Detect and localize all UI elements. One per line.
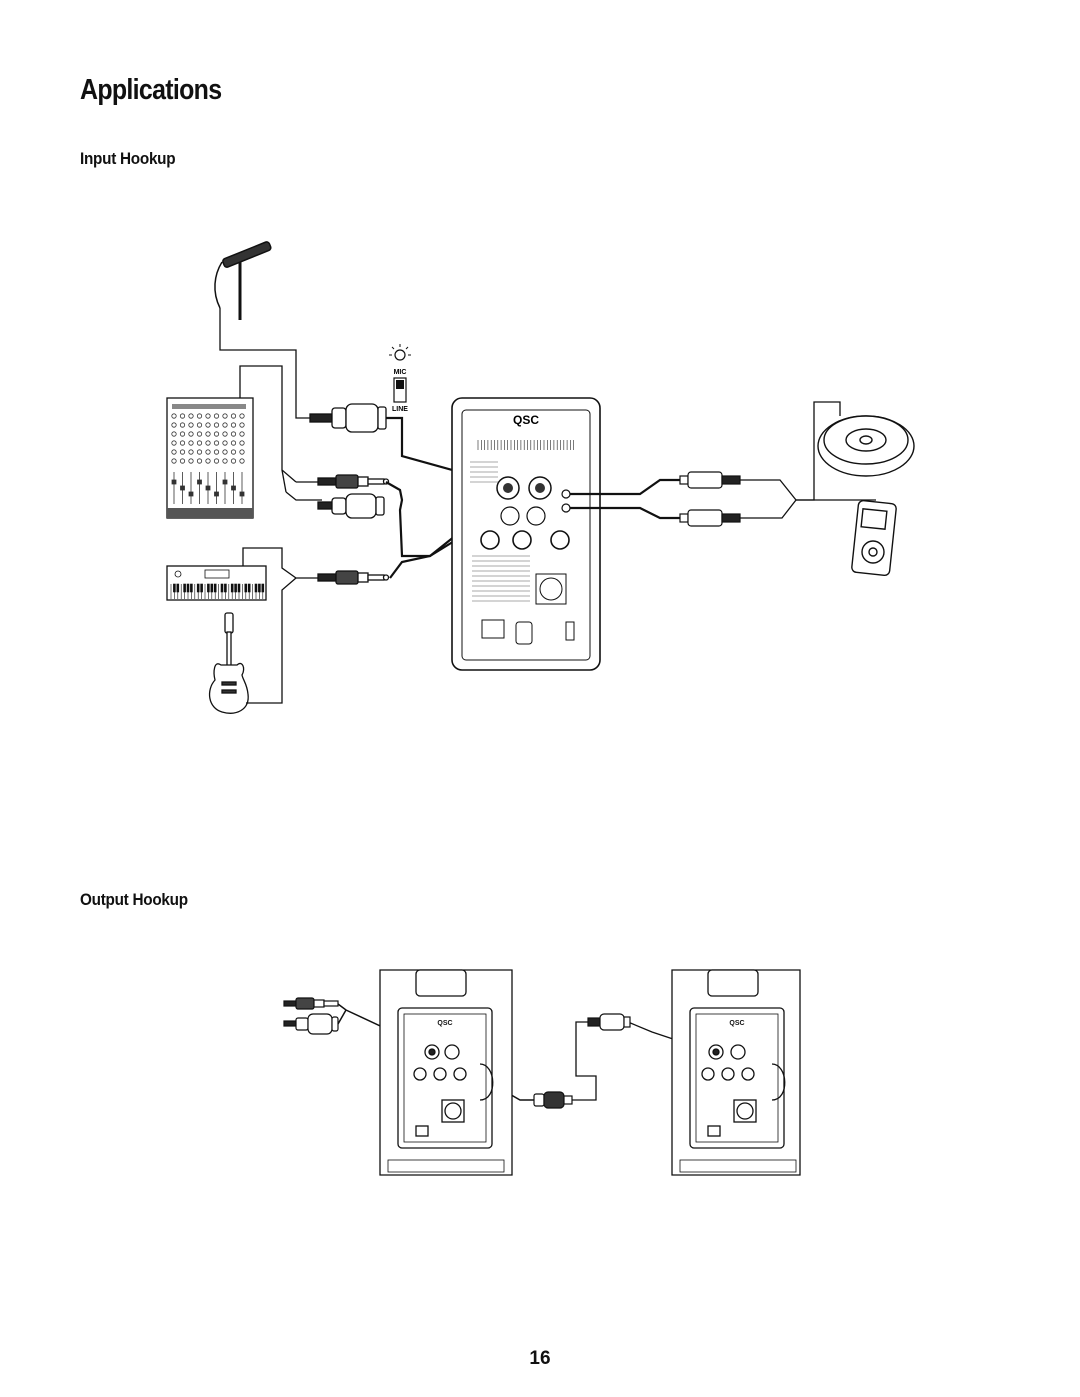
mic-line-switch-icon: MIC LINE bbox=[389, 344, 411, 413]
speaker-cabinet-1: QSC bbox=[379, 969, 513, 1176]
keyboard-synth-icon bbox=[166, 565, 267, 601]
mixer-cable bbox=[239, 365, 322, 501]
speaker-rear-panel: QSC bbox=[451, 397, 601, 671]
page-number: 16 bbox=[529, 1348, 551, 1369]
link-xlr-plug-icon bbox=[533, 1013, 631, 1109]
input-hookup-heading: Input Hookup bbox=[80, 149, 176, 168]
mp3-player-icon bbox=[851, 500, 897, 576]
rca-cable bbox=[570, 478, 682, 520]
electric-guitar-icon bbox=[208, 612, 249, 714]
media-cable bbox=[740, 401, 876, 519]
xlr-plug-icon-2 bbox=[317, 493, 385, 519]
output-quarter-inch-plug-icon bbox=[283, 997, 339, 1010]
quarter-inch-plug-icon bbox=[317, 474, 390, 489]
speaker-cabinet-2: QSC bbox=[671, 969, 801, 1176]
switch-mic-label: MIC bbox=[394, 369, 407, 376]
output-hookup-heading: Output Hookup bbox=[80, 890, 188, 909]
speaker-1-brand-logo: QSC bbox=[437, 1020, 452, 1027]
output-xlr-plug-icon bbox=[283, 1013, 339, 1035]
cd-player-icon bbox=[817, 415, 915, 477]
mic-cable bbox=[219, 308, 322, 419]
microphone-icon bbox=[214, 241, 272, 320]
speaker-2-brand-logo: QSC bbox=[729, 1020, 744, 1027]
rca-plug-icon bbox=[679, 471, 741, 527]
page-title: Applications bbox=[80, 74, 222, 106]
mixer-console-icon bbox=[166, 397, 254, 519]
speaker-brand-logo: QSC bbox=[513, 413, 539, 427]
instrument-cable bbox=[242, 547, 322, 704]
switch-line-label: LINE bbox=[392, 406, 408, 413]
xlr-plug-icon bbox=[309, 403, 387, 433]
quarter-inch-plug-icon-2 bbox=[317, 570, 390, 585]
